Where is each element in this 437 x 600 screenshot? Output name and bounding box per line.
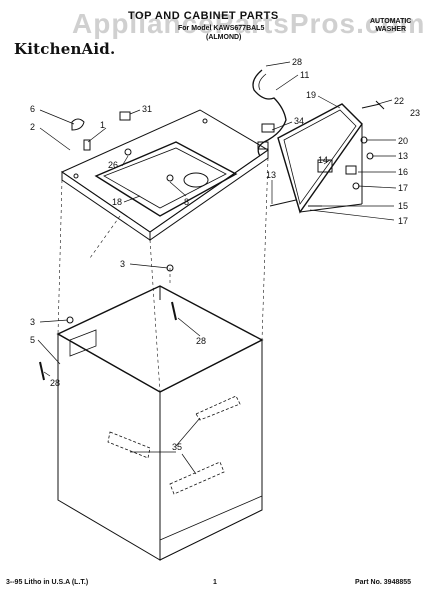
callout-20: 20 xyxy=(398,136,408,146)
callout-31: 31 xyxy=(142,104,152,114)
footer-litho: 3--95 Litho in U.S.A (L.T.) xyxy=(6,579,89,586)
callout-13-upper: 13 xyxy=(398,151,408,161)
callout-34: 34 xyxy=(294,116,304,126)
callout-23: 23 xyxy=(410,108,420,118)
callout-1: 1 xyxy=(100,120,105,130)
callout-28-front-screw: 28 xyxy=(50,378,60,388)
model-color: (ALMOND) xyxy=(206,34,242,41)
guide-lines xyxy=(57,157,269,393)
callout-3-upper: 3 xyxy=(120,259,125,269)
brand-logo: KitchenAid. xyxy=(14,40,116,58)
product-type-line1: AUTOMATIC xyxy=(370,18,412,25)
callout-15: 15 xyxy=(398,201,408,211)
callout-19-console-panel: 19 xyxy=(306,90,316,100)
wire-harness xyxy=(252,69,287,157)
callout-28-wire-clip: 28 xyxy=(292,57,302,67)
callout-8: 8 xyxy=(184,197,189,207)
callout-13-lower: 13 xyxy=(266,170,276,180)
callout-35: 35 xyxy=(172,442,182,452)
callout-28-cabinet-screw: 28 xyxy=(196,336,206,346)
callout-2: 2 xyxy=(30,122,35,132)
product-type: AUTOMATIC WASHER xyxy=(370,18,411,34)
callout-17-lower: 17 xyxy=(398,216,408,226)
callout-17-upper: 17 xyxy=(398,183,408,193)
callout-3-lower: 3 xyxy=(30,317,35,327)
callout-numbers: 28 11 19 22 23 6 31 2 1 26 34 20 13 14 1… xyxy=(30,57,420,452)
watermark-text: AppliancePartsPros.com xyxy=(72,8,426,39)
washer-cabinet xyxy=(39,264,264,561)
product-type-line2: WASHER xyxy=(375,26,407,33)
leader-lines xyxy=(37,61,397,475)
footer-page-number: 1 xyxy=(213,579,217,586)
callout-16: 16 xyxy=(398,167,408,177)
footer-part-number: Part No. 3948855 xyxy=(355,579,412,586)
hinge-parts xyxy=(71,111,174,182)
callout-6: 6 xyxy=(30,104,35,114)
callout-14: 14 xyxy=(318,155,328,165)
diagram-title: TOP AND CABINET PARTS xyxy=(128,10,279,22)
callout-18: 18 xyxy=(112,197,122,207)
callout-26: 26 xyxy=(108,160,118,170)
callout-22: 22 xyxy=(394,96,404,106)
model-line: For Model KAWS677BAL5 xyxy=(178,25,265,32)
callout-5: 5 xyxy=(30,335,35,345)
callout-11-harness: 11 xyxy=(300,70,309,80)
washer-top-panel xyxy=(60,109,269,241)
